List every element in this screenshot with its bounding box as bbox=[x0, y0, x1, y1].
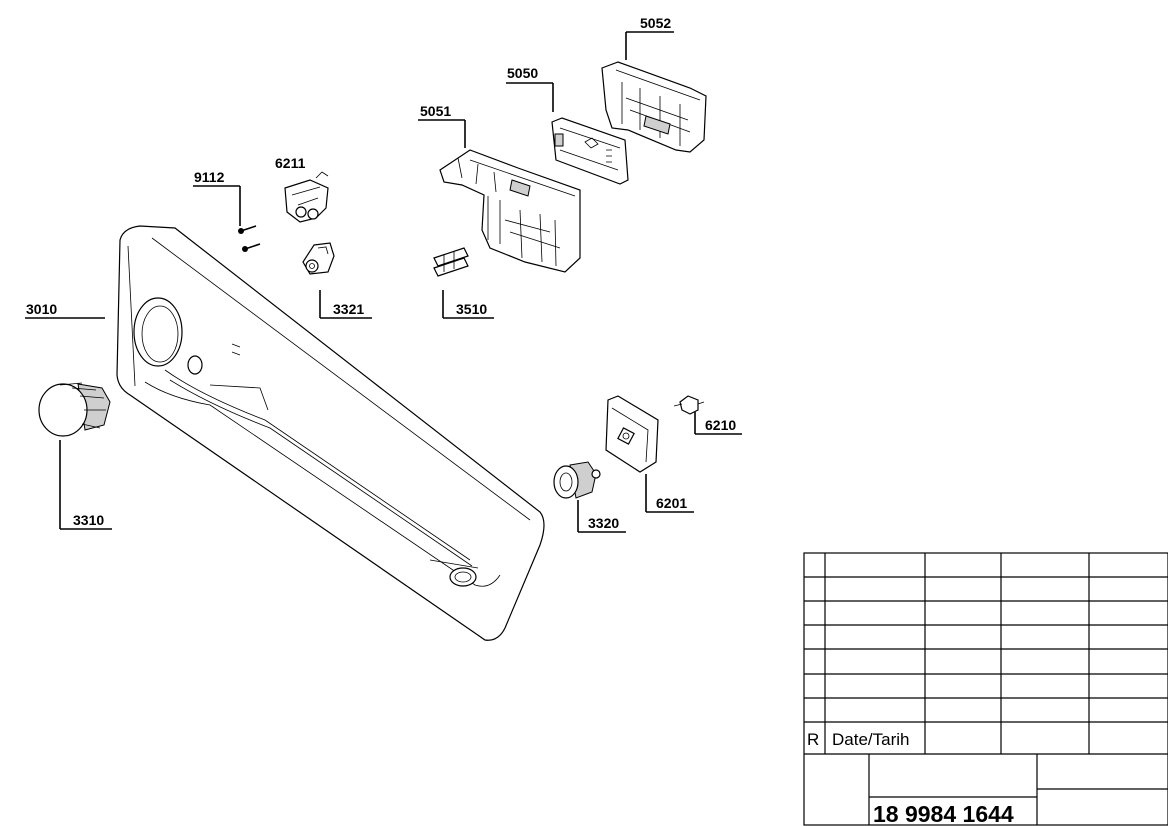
part-3320 bbox=[553, 461, 601, 499]
screws-9112 bbox=[238, 225, 261, 252]
title-block-date-label: Date/Tarih bbox=[832, 730, 909, 749]
label-3321: 3321 bbox=[333, 301, 364, 317]
label-3510: 3510 bbox=[456, 301, 487, 317]
label-6201: 6201 bbox=[656, 495, 687, 511]
label-5050: 5050 bbox=[507, 65, 538, 81]
title-block bbox=[803, 552, 1168, 826]
label-3320: 3320 bbox=[588, 515, 619, 531]
part-3321 bbox=[302, 242, 335, 275]
part-3510 bbox=[433, 247, 469, 277]
drawing-number: 18 9984 1644 bbox=[873, 801, 1014, 826]
label-9112: 9112 bbox=[194, 169, 225, 185]
bracket-5051 bbox=[439, 149, 581, 273]
housing-5052 bbox=[601, 61, 707, 153]
control-panel-3010 bbox=[116, 225, 545, 641]
label-5051: 5051 bbox=[420, 103, 451, 119]
leader-lines bbox=[25, 31, 742, 533]
part-6210 bbox=[673, 395, 705, 415]
pcb-5050 bbox=[551, 117, 629, 185]
title-block-rev-marker: R bbox=[807, 730, 819, 749]
label-6210: 6210 bbox=[705, 417, 736, 433]
knob-3310 bbox=[38, 382, 111, 437]
part-6201 bbox=[605, 395, 659, 473]
label-5052: 5052 bbox=[640, 15, 671, 31]
part-6211 bbox=[284, 171, 329, 223]
label-3310: 3310 bbox=[73, 512, 104, 528]
label-3010: 3010 bbox=[26, 301, 57, 317]
label-6211: 6211 bbox=[275, 155, 306, 171]
